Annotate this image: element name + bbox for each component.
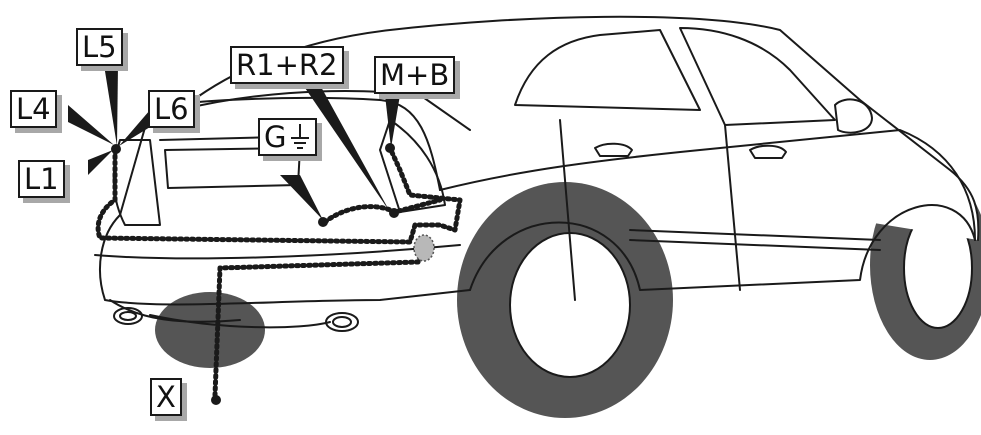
label-l1: L1 [18,160,65,198]
grommet [413,234,435,262]
label-g-text: G [264,120,287,154]
label-x-text: X [156,380,176,414]
label-l4-text: L4 [16,92,51,126]
connection-points [111,143,399,405]
label-x: X [150,378,182,416]
label-mb-text: M+B [380,58,450,92]
label-mb: M+B [374,56,456,94]
rims [509,207,973,378]
label-l1-text: L1 [24,162,59,196]
label-r1r2-text: R1+R2 [236,48,338,82]
label-l4: L4 [10,90,57,128]
label-l5-text: L5 [82,30,117,64]
label-g: G [258,118,318,156]
label-l5: L5 [76,28,123,66]
label-l6-text: L6 [154,92,189,126]
leader-arrows [68,65,400,220]
ground-symbol-icon [291,124,310,149]
label-r1r2: R1+R2 [230,46,344,84]
label-l6: L6 [148,90,195,128]
